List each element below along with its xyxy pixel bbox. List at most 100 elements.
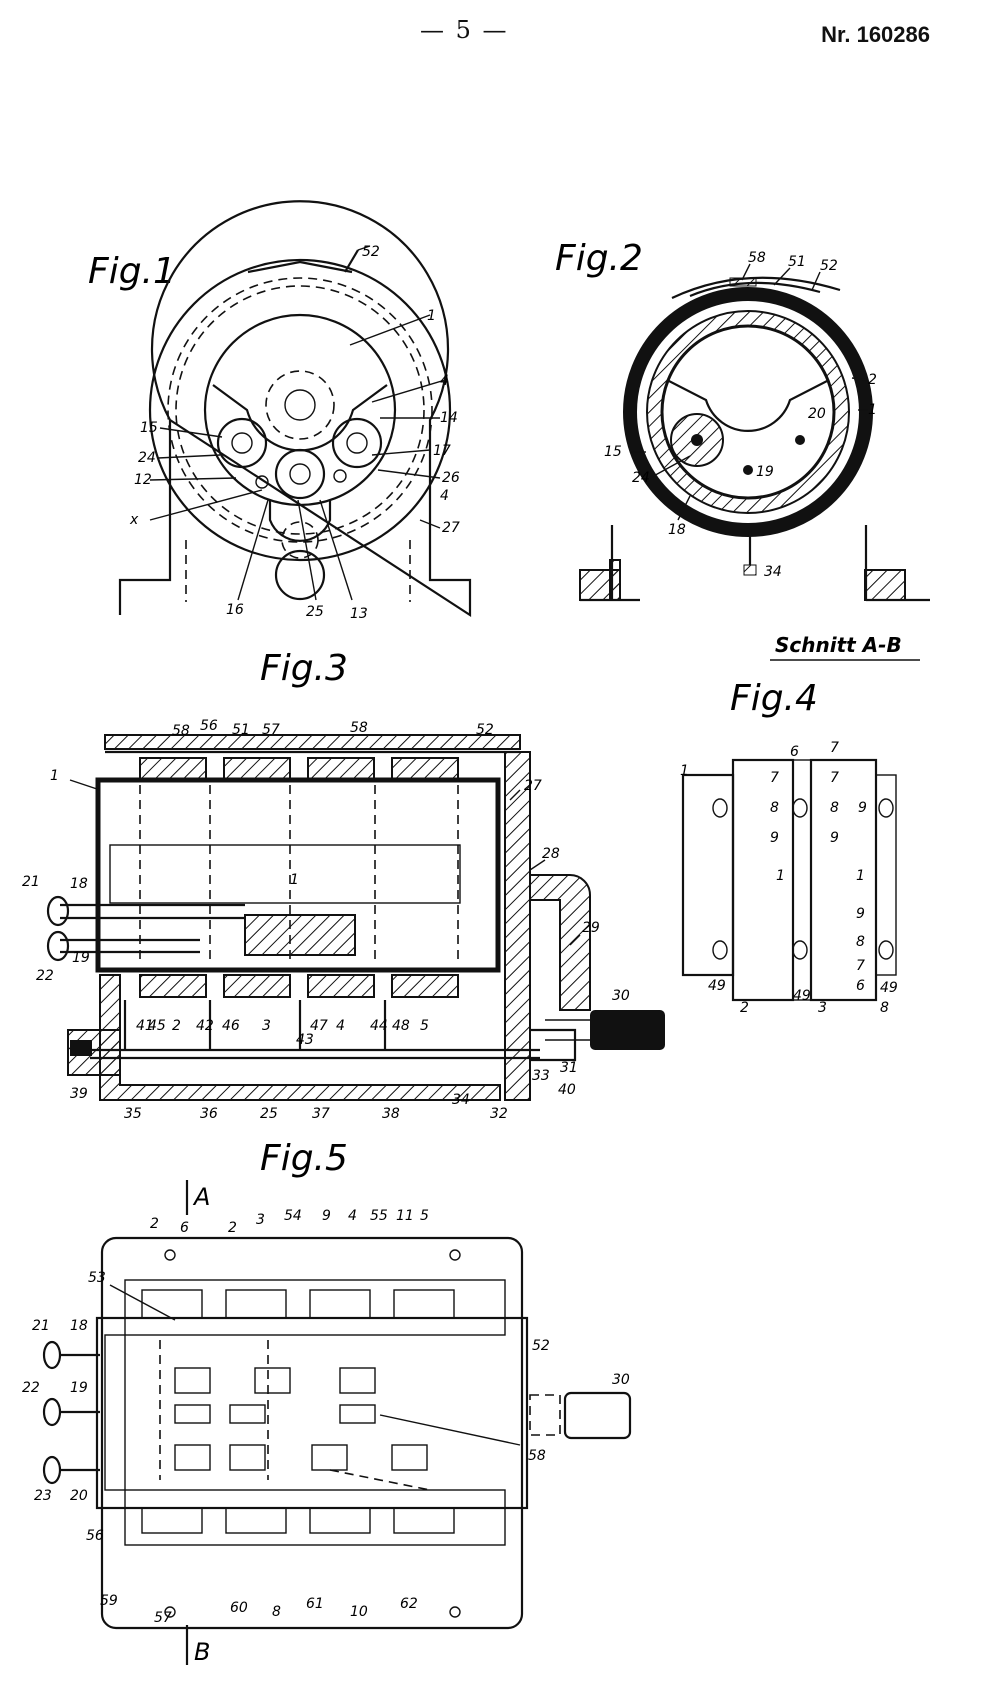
patent-number: Nr. 160286 <box>821 22 930 47</box>
svg-text:9: 9 <box>856 906 865 922</box>
svg-text:9: 9 <box>770 830 779 846</box>
svg-text:55: 55 <box>370 1208 388 1224</box>
svg-text:6: 6 <box>856 978 865 994</box>
svg-text:61: 61 <box>306 1596 324 1612</box>
svg-text:7: 7 <box>856 958 865 974</box>
svg-text:45: 45 <box>148 1018 166 1034</box>
svg-text:24: 24 <box>632 470 650 486</box>
svg-text:1: 1 <box>50 768 59 784</box>
svg-text:4: 4 <box>440 488 449 504</box>
svg-text:10: 10 <box>350 1604 368 1620</box>
svg-text:6: 6 <box>790 744 799 760</box>
svg-text:32: 32 <box>490 1106 508 1122</box>
svg-text:11: 11 <box>396 1208 414 1224</box>
svg-text:12: 12 <box>134 472 152 488</box>
svg-text:56: 56 <box>200 718 218 734</box>
svg-text:22: 22 <box>22 1380 40 1396</box>
svg-text:6: 6 <box>180 1220 189 1236</box>
figure-3: Fig.3 <box>22 648 665 1122</box>
fig2-labels: 58 51 52 2 1 20 15 24 19 18 34 <box>604 250 877 580</box>
svg-text:60: 60 <box>230 1600 248 1616</box>
svg-text:30: 30 <box>612 988 630 1004</box>
fig1-title: Fig.1 <box>88 251 176 292</box>
svg-text:16: 16 <box>226 602 244 618</box>
svg-text:22: 22 <box>36 968 54 984</box>
svg-text:58: 58 <box>748 250 766 266</box>
svg-text:4: 4 <box>440 373 449 389</box>
svg-text:13: 13 <box>350 606 368 622</box>
svg-text:18: 18 <box>70 1318 88 1334</box>
svg-text:8: 8 <box>880 1000 889 1016</box>
svg-text:62: 62 <box>400 1596 418 1612</box>
section-label-a-b: Schnitt A-B <box>775 633 902 657</box>
svg-text:21: 21 <box>22 874 40 890</box>
figure-1: Fig.1 <box>88 200 472 622</box>
svg-text:20: 20 <box>808 406 826 422</box>
svg-text:8: 8 <box>830 800 839 816</box>
svg-text:27: 27 <box>442 520 460 536</box>
svg-text:1: 1 <box>427 308 436 324</box>
svg-text:2: 2 <box>172 1018 181 1034</box>
svg-text:56: 56 <box>86 1528 104 1544</box>
svg-text:7: 7 <box>770 770 779 786</box>
svg-text:39: 39 <box>70 1086 88 1102</box>
figure-5: Fig.5 A B <box>22 1138 632 1666</box>
svg-text:25: 25 <box>306 604 324 620</box>
svg-text:4: 4 <box>348 1208 357 1224</box>
svg-text:29: 29 <box>582 920 600 936</box>
svg-text:19: 19 <box>70 1380 88 1396</box>
svg-text:35: 35 <box>124 1106 142 1122</box>
svg-text:19: 19 <box>72 950 90 966</box>
fig1-labels: 52 1 4 14 15 24 12 x 17 26 4 27 16 25 13 <box>129 244 460 622</box>
fig2-title: Fig.2 <box>555 238 643 279</box>
svg-text:57: 57 <box>262 722 280 738</box>
svg-text:33: 33 <box>532 1068 550 1084</box>
svg-text:46: 46 <box>222 1018 240 1034</box>
svg-text:57: 57 <box>154 1610 172 1626</box>
svg-text:14: 14 <box>440 410 458 426</box>
svg-text:18: 18 <box>70 876 88 892</box>
svg-text:37: 37 <box>312 1106 330 1122</box>
svg-text:8: 8 <box>272 1604 281 1620</box>
svg-text:3: 3 <box>262 1018 271 1034</box>
svg-text:51: 51 <box>232 722 250 738</box>
svg-text:53: 53 <box>88 1270 106 1286</box>
fig4-labels: 1 6 7 7 7 8 8 9 9 9 1 1 9 8 7 6 49 49 49… <box>680 740 898 1016</box>
fig5-title: Fig.5 <box>260 1138 348 1179</box>
svg-text:2: 2 <box>228 1220 237 1236</box>
svg-text:2: 2 <box>740 1000 749 1016</box>
svg-text:43: 43 <box>296 1032 314 1048</box>
svg-text:1: 1 <box>776 868 785 884</box>
svg-text:3: 3 <box>256 1212 265 1228</box>
fig5-labels: 2 6 2 3 54 9 4 55 11 5 53 21 18 52 30 22… <box>22 1208 630 1626</box>
fig3-title: Fig.3 <box>260 648 348 689</box>
svg-text:27: 27 <box>524 778 542 794</box>
svg-text:7: 7 <box>830 770 839 786</box>
svg-text:x: x <box>129 512 139 528</box>
svg-text:15: 15 <box>140 420 158 436</box>
svg-text:34: 34 <box>452 1092 470 1108</box>
svg-text:49: 49 <box>708 978 726 994</box>
svg-text:42: 42 <box>196 1018 214 1034</box>
svg-text:17: 17 <box>433 443 451 459</box>
svg-text:2: 2 <box>150 1216 159 1232</box>
svg-text:18: 18 <box>668 522 686 538</box>
svg-text:9: 9 <box>830 830 839 846</box>
svg-text:4: 4 <box>336 1018 345 1034</box>
page-number: — 5 — <box>420 16 509 44</box>
fig4-title: Fig.4 <box>730 678 818 719</box>
svg-text:19: 19 <box>756 464 774 480</box>
svg-text:52: 52 <box>532 1338 550 1354</box>
svg-text:25: 25 <box>260 1106 278 1122</box>
svg-text:47: 47 <box>310 1018 328 1034</box>
svg-text:48: 48 <box>392 1018 410 1034</box>
svg-text:34: 34 <box>764 564 782 580</box>
svg-text:30: 30 <box>612 1372 630 1388</box>
svg-text:1: 1 <box>290 872 299 888</box>
svg-text:2: 2 <box>868 372 877 388</box>
fig3-labels: 58 56 51 57 58 52 1 27 28 29 21 18 1 19 … <box>22 718 630 1122</box>
svg-text:38: 38 <box>382 1106 400 1122</box>
svg-text:9: 9 <box>322 1208 331 1224</box>
svg-text:52: 52 <box>820 258 838 274</box>
